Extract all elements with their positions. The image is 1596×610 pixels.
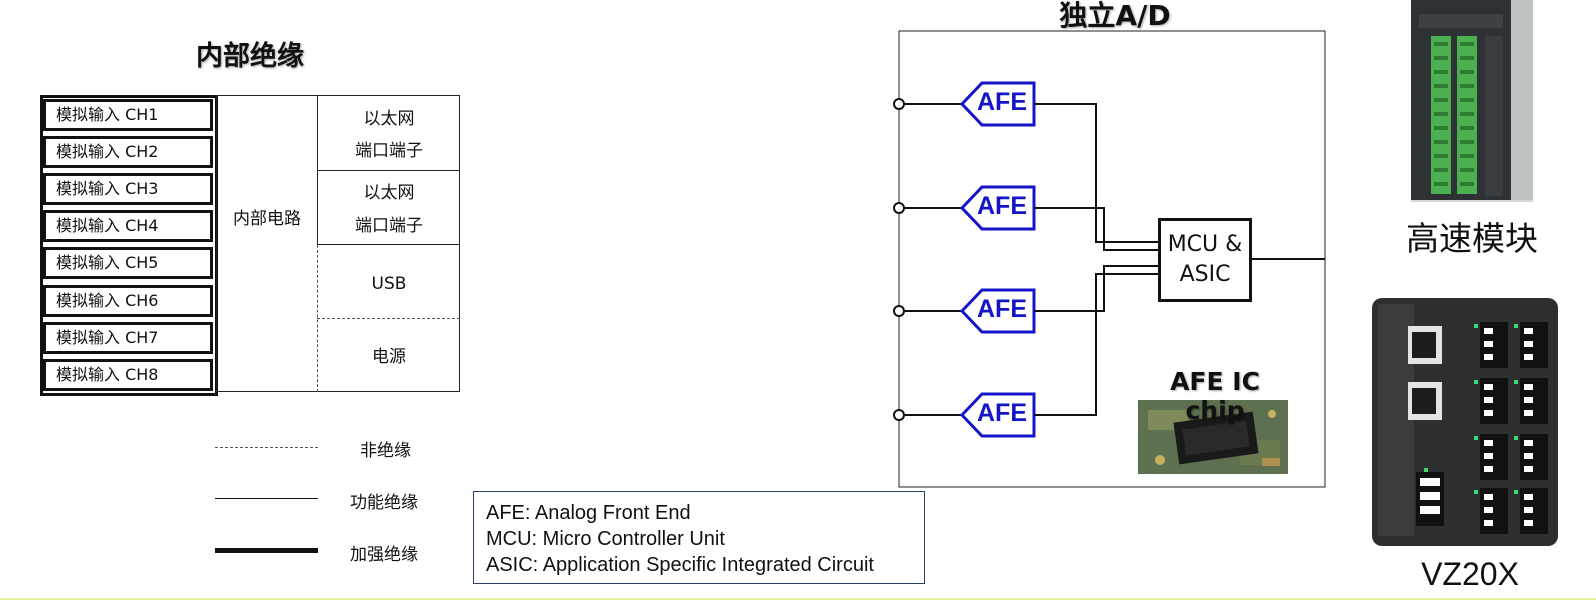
mcu-asic-block: MCU & ASIC [1158,218,1252,302]
insulation-title: 内部绝缘 [196,41,304,72]
input-line-1 [893,98,962,110]
input-line-3 [893,305,962,317]
afe-output-wiring [1034,103,1158,416]
legend-non-insulated: 非绝缘 [360,441,411,461]
abbr-asic: ASIC: Application Specific Integrated Ci… [486,554,874,576]
module-caption: 高速模块 [1406,219,1538,258]
abbr-afe: AFE: Analog Front End [486,502,691,524]
legend-dashed-line [215,447,318,448]
channel-cell-2: 模拟输入 CH2 [43,136,213,168]
circuit-frame [216,95,460,392]
input-line-4 [893,409,962,421]
port-separator-2 [317,244,460,245]
channel-cell-6: 模拟输入 CH6 [43,285,213,317]
port-2-line1: 以太网 [363,183,415,203]
port-separator-1 [317,170,460,171]
afe-chip-image [1138,400,1288,474]
abbr-mcu: MCU: Micro Controller Unit [486,528,725,550]
channel-cell-7: 模拟输入 CH7 [43,322,213,354]
legend-thin-line [215,498,318,499]
afe-label-1: AFE [977,88,1027,116]
port-4-label: 电源 [372,347,406,367]
mcu-label: MCU & [1167,232,1243,257]
port-separator-3 [317,318,460,319]
channel-cell-3: 模拟输入 CH3 [43,173,213,205]
device-caption: VZ20X [1421,556,1519,592]
channel-cell-4: 模拟输入 CH4 [43,210,213,242]
afe-label-3: AFE [977,295,1027,323]
abbreviation-box: AFE: Analog Front End MCU: Micro Control… [473,491,925,584]
bottom-rule [0,598,1596,600]
legend-functional: 功能绝缘 [350,493,418,513]
afe-label-4: AFE [977,399,1027,427]
legend-reinforced: 加强绝缘 [350,545,418,565]
input-line-2 [893,202,962,214]
vz20x-device-image [1372,298,1558,546]
port-1-line2: 端口端子 [355,141,423,161]
channel-cell-5: 模拟输入 CH5 [43,247,213,279]
chip-caption: AFE IC chip [1170,367,1260,425]
port-1-line1: 以太网 [363,109,415,129]
channel-cell-1: 模拟输入 CH1 [43,99,213,131]
diagram-title: 独立A/D [1059,0,1171,32]
channel-cell-8: 模拟输入 CH8 [43,359,213,391]
legend-thick-line [215,548,318,553]
internal-circuit-label: 内部电路 [233,209,301,229]
high-speed-module-image [1411,0,1533,202]
asic-label: ASIC [1179,262,1231,287]
afe-label-2: AFE [977,192,1027,220]
port-3-label: USB [371,274,407,294]
port-2-line2: 端口端子 [355,216,423,236]
